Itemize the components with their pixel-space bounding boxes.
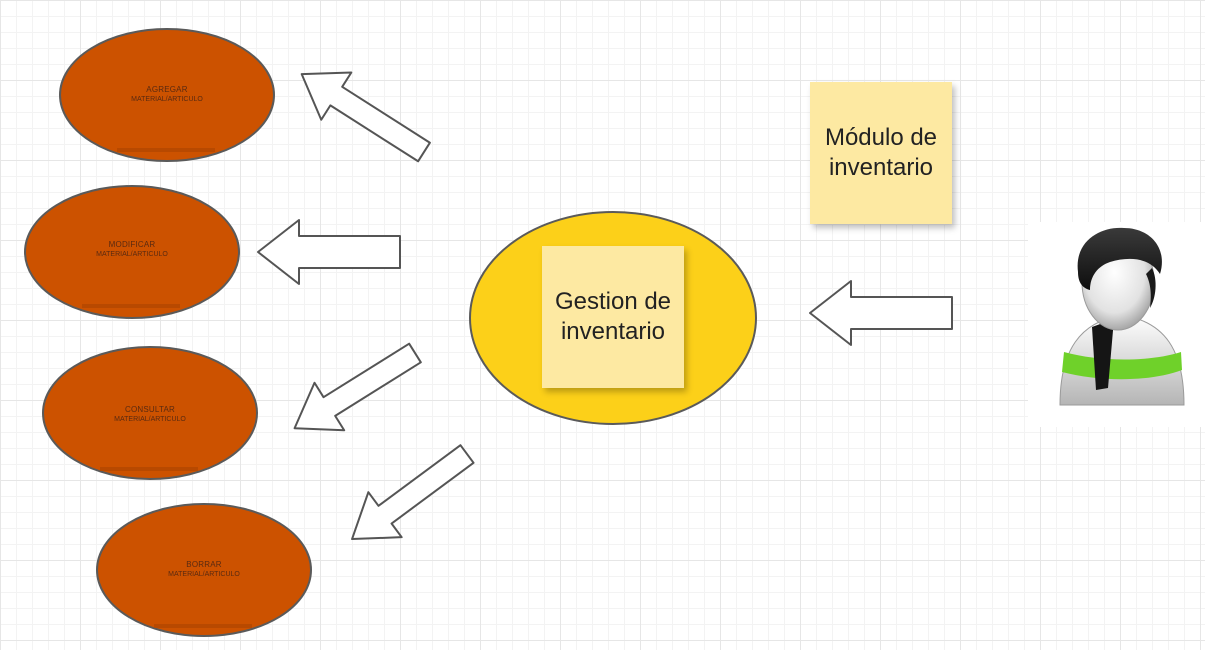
action-subtitle: MATERIAL/ARTICULO — [131, 96, 203, 103]
center-node-line1: Gestion de — [554, 288, 672, 315]
action-subtitle: MATERIAL/ARTICULO — [168, 571, 240, 578]
center-node-line2: inventario — [560, 318, 666, 345]
module-title-note[interactable]: Módulo de inventario — [810, 82, 952, 224]
center-node-note[interactable]: Gestion de inventario — [542, 246, 684, 388]
arrow-to-consultar — [293, 342, 422, 432]
arrow-to-agregar — [300, 71, 431, 163]
module-title-line2: inventario — [828, 154, 934, 181]
action-label-consultar: CONSULTAR MATERIAL/ARTICULO — [70, 405, 230, 425]
action-title: CONSULTAR — [125, 405, 175, 414]
action-label-borrar: BORRAR MATERIAL/ARTICULO — [124, 560, 284, 580]
arrow-actor-to-center — [809, 280, 953, 346]
action-node-borrar[interactable] — [96, 503, 312, 637]
action-label-agregar: AGREGAR MATERIAL/ARTICULO — [87, 85, 247, 105]
action-node-modificar[interactable] — [24, 185, 240, 319]
arrow-to-modificar — [257, 219, 401, 285]
action-node-agregar[interactable] — [59, 28, 275, 162]
action-node-consultar[interactable] — [42, 346, 258, 480]
arrow-to-borrar — [351, 444, 475, 541]
action-subtitle: MATERIAL/ARTICULO — [96, 251, 168, 258]
action-label-modificar: MODIFICAR MATERIAL/ARTICULO — [52, 240, 212, 260]
action-title: MODIFICAR — [108, 240, 156, 249]
action-title: BORRAR — [186, 560, 222, 569]
action-title: AGREGAR — [146, 85, 188, 94]
module-title-line1: Módulo de — [824, 124, 938, 151]
action-subtitle: MATERIAL/ARTICULO — [114, 416, 186, 423]
